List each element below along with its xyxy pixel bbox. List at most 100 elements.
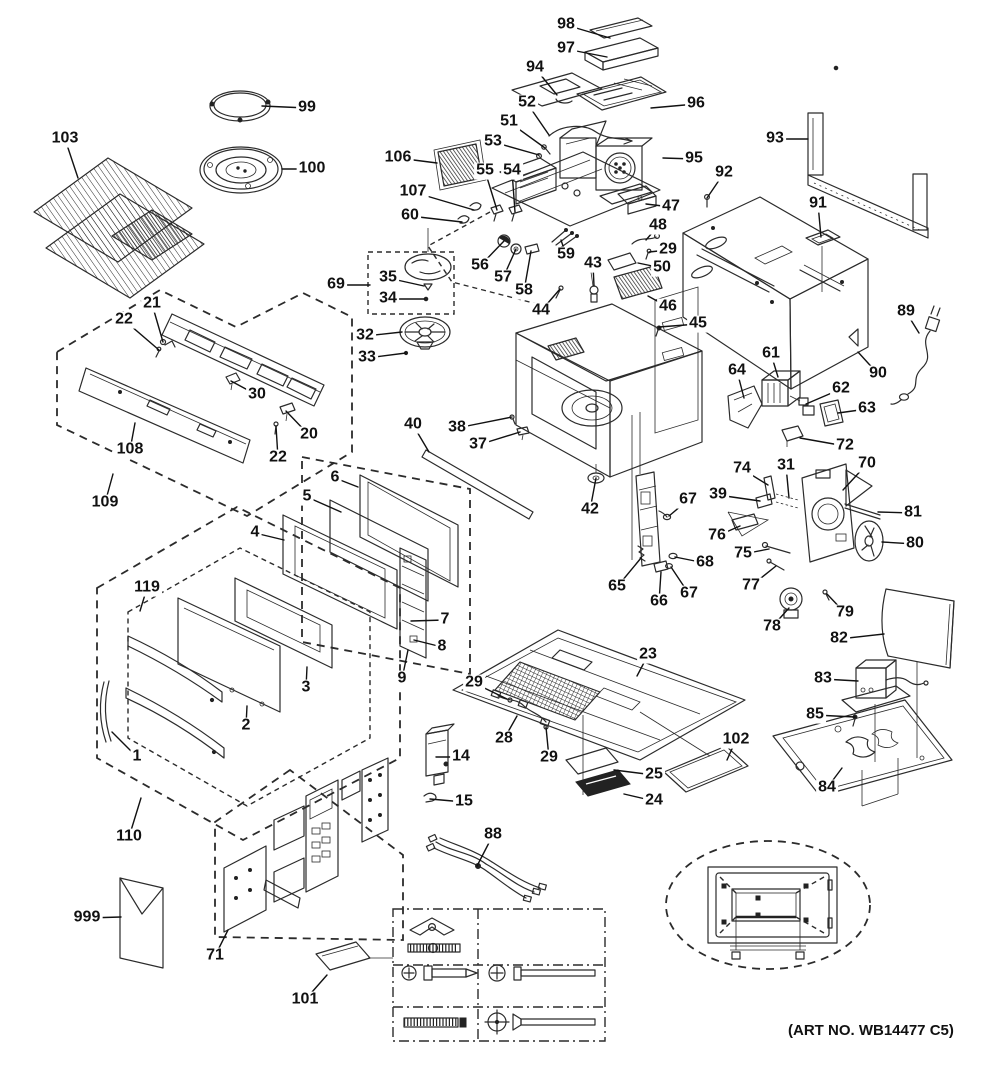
leader-line-3 [305,666,308,689]
leader-line-37 [477,431,521,446]
leader-line-90 [857,351,879,375]
part-transformer-83 [841,659,929,727]
leader-line-77 [750,565,777,587]
part-fan-assembly [727,463,884,619]
leader-line-35 [387,277,425,287]
installation-diagram-oval [665,840,871,970]
leader-line-99 [261,105,308,109]
leader-line-47 [645,203,672,208]
part-diode-panel [819,399,844,427]
leader-line-54 [511,170,516,213]
leader-line-65 [616,557,642,588]
leader-line-29 [473,682,508,700]
hardware-kit-table [392,908,606,1042]
leader-line-25 [613,769,655,776]
part-wire-harness [425,833,547,903]
leader-line-30 [230,380,258,396]
leader-line-999 [86,916,122,919]
leader-line-89 [905,311,920,334]
leader-line-102 [726,739,737,761]
leader-line-81 [877,511,914,514]
leader-line-4 [254,532,285,541]
leader-line-38 [456,416,513,429]
leader-line-53 [492,141,540,156]
part-latch-board [631,412,678,573]
part-thermostat-72 [781,425,804,447]
leader-line-98 [565,24,611,39]
part-mounting-bracket [807,65,929,239]
leader-line-85 [814,714,856,718]
leader-line-46 [647,295,669,308]
part-capacitor-stack [789,395,815,416]
leader-line-61 [770,353,779,378]
long-screw-icon [488,964,596,982]
leader-line-52 [526,102,550,136]
leader-line-67 [668,499,689,517]
leader-line-43 [592,263,595,287]
leader-line-119 [139,587,148,612]
leader-line-76 [716,525,741,537]
art-number: (ART NO. WB14477 C5) [788,1022,954,1039]
part-install-sheet [315,941,393,971]
part-outer-case [682,194,869,390]
leader-line-92 [706,172,725,199]
leader-line-79 [826,593,846,614]
part-door-assembly [96,505,401,842]
leader-line-103 [64,138,79,179]
part-hv-transformer-small [761,370,801,407]
leader-line-67 [670,566,690,595]
leader-line-1 [111,731,138,758]
leader-line-24 [623,793,655,802]
leader-line-22 [123,319,160,351]
leader-line-63 [837,408,868,414]
part-door-glass-set [282,455,471,676]
leader-line-110 [128,797,142,838]
threaded-rod-icon [403,1017,467,1028]
leader-line-33 [366,352,407,359]
leader-line-22 [275,425,279,459]
leader-line-83 [822,678,859,682]
leader-line-108 [129,422,136,451]
leader-line-40 [412,424,430,453]
leader-line-15 [429,798,465,803]
leader-line-57 [502,248,517,279]
leader-line-51 [508,121,546,149]
leader-line-42 [589,477,597,511]
leader-line-109 [104,473,114,504]
projection-lines [426,211,546,307]
leader-line-28 [503,715,518,740]
leader-line-64 [736,370,745,399]
leader-line-70 [842,463,868,491]
leader-line-39 [717,494,761,502]
leader-line-78 [771,607,790,628]
leader-line-2 [245,705,248,727]
leader-line-91 [817,203,822,238]
leader-line-66 [658,571,662,603]
leader-line-50 [637,262,663,269]
leader-line-88 [476,834,494,867]
leader-line-6 [334,477,359,488]
part-smartboard-strip [155,313,325,435]
leader-line-106 [397,157,438,164]
leader-line-23 [636,654,649,677]
leader-line-29 [648,249,669,253]
flathead-screw-icon [484,1009,596,1035]
leader-line-7 [410,619,446,622]
leader-line-59 [560,239,567,256]
leader-line-71 [214,929,229,957]
leader-line-48 [645,225,659,241]
leader-line-8 [413,639,443,648]
leader-line-75 [742,548,770,555]
leader-line-44 [540,288,561,312]
leader-line-96 [650,103,697,109]
part-chassis-frame [457,125,661,227]
leader-line-31 [785,465,790,499]
leader-line-94 [534,67,558,96]
leader-line-32 [364,331,403,337]
part-literature-envelope [119,877,164,969]
leader-line-95 [662,157,695,160]
leader-line-20 [285,410,310,436]
leader-line-5 [306,496,342,513]
